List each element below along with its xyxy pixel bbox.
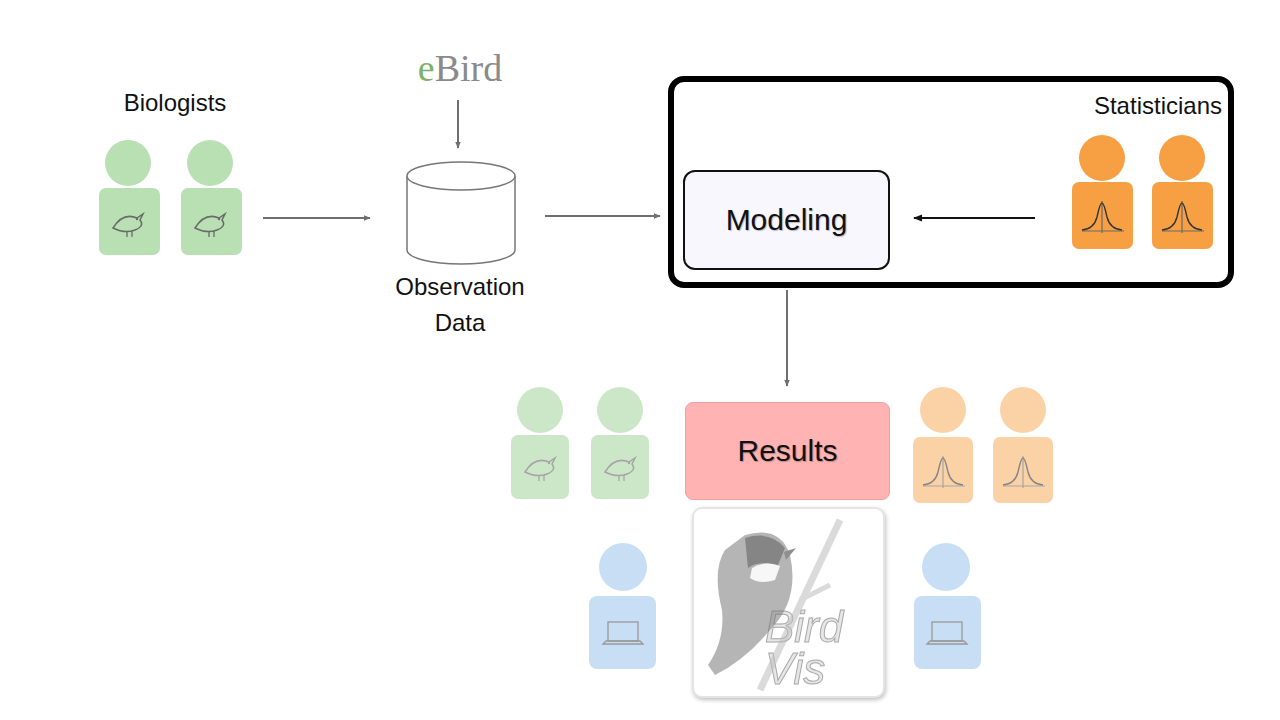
logo-box: Bird Vis: [692, 507, 885, 698]
flow-arrow: [914, 217, 1035, 219]
statistician-icon: [1072, 135, 1213, 249]
flow-arrow: [263, 217, 370, 219]
flow-arrow: [786, 290, 788, 386]
node-label: Modeling: [685, 203, 888, 237]
node-label: Biologists: [95, 89, 255, 117]
actor-group: Biologists: [95, 85, 255, 260]
node-label: Statisticians: [1094, 92, 1222, 120]
node-label: Bird Vis: [765, 606, 875, 690]
process-box: Modeling: [683, 170, 890, 270]
bird-illustration: [708, 520, 840, 690]
node-label: eBird: [405, 46, 515, 90]
biologist-icon: [99, 140, 242, 255]
data-source-logo: eBird: [405, 44, 515, 94]
flow-arrow: [545, 215, 660, 217]
database-cylinder: [407, 162, 515, 264]
group-box: StatisticiansModeling: [668, 76, 1234, 288]
result-box: Results: [685, 402, 890, 500]
flow-arrow: [457, 100, 459, 148]
node-label: Observation Data: [370, 269, 550, 341]
database-node: Observation Data: [370, 150, 550, 340]
node-label: Results: [686, 434, 889, 468]
